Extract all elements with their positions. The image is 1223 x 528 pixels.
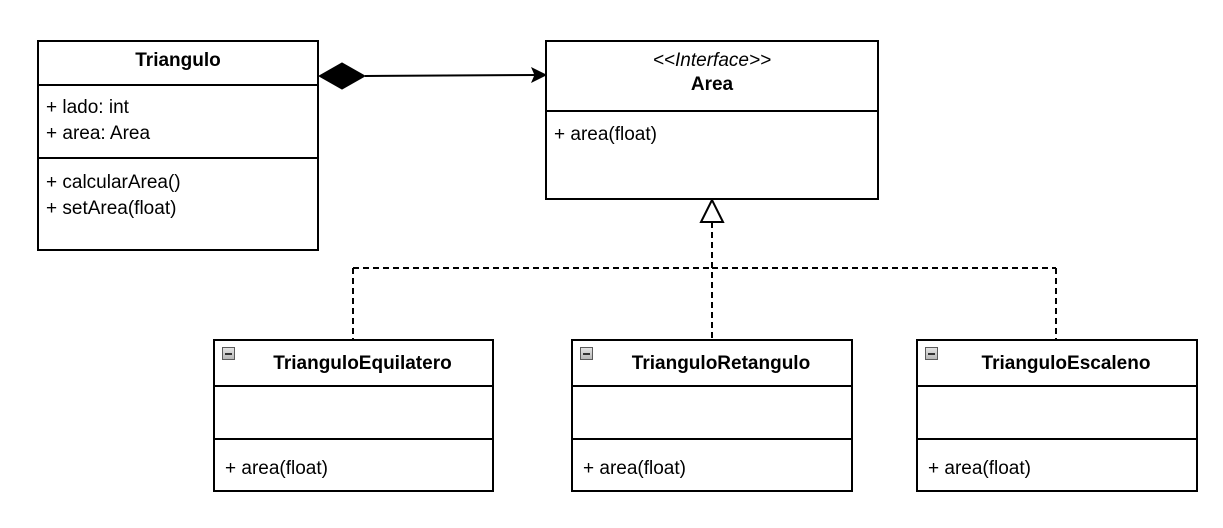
stereotype-label: <<Interface>> xyxy=(652,50,772,71)
methods-section: + area(float) xyxy=(225,456,488,482)
divider xyxy=(573,438,851,440)
class-triangulo-escaleno[interactable]: TrianguloEscaleno + area(float) xyxy=(916,339,1198,492)
methods-section: + area(float) xyxy=(583,456,847,482)
arrowhead-icon xyxy=(531,66,548,84)
divider xyxy=(918,438,1196,440)
class-name: Area xyxy=(690,74,734,95)
collapse-toggle-icon[interactable] xyxy=(580,347,593,360)
attribute-lado[interactable]: + lado: int xyxy=(46,97,129,118)
method-area[interactable]: + area(float) xyxy=(225,458,328,479)
class-triangulo-retangulo[interactable]: TrianguloRetangulo + area(float) xyxy=(571,339,853,492)
collapse-toggle-icon[interactable] xyxy=(925,347,938,360)
method-area[interactable]: + area(float) xyxy=(928,458,1031,479)
method-area[interactable]: + area(float) xyxy=(583,458,686,479)
collapse-toggle-icon[interactable] xyxy=(222,347,235,360)
methods-section: + area(float) xyxy=(554,122,873,148)
realization-connector[interactable] xyxy=(352,197,1057,340)
interface-area[interactable]: <<Interface>> Area + area(float) xyxy=(545,40,879,200)
attributes-section: + lado: int + area: Area xyxy=(46,95,313,147)
class-name: TrianguloEquilatero xyxy=(273,353,452,374)
class-name: TrianguloEscaleno xyxy=(981,353,1151,374)
method-set-area[interactable]: + setArea(float) xyxy=(46,198,177,219)
class-name: Triangulo xyxy=(135,50,221,71)
divider xyxy=(918,385,1196,387)
method-area[interactable]: + area(float) xyxy=(554,124,657,145)
divider xyxy=(215,385,492,387)
methods-section: + area(float) xyxy=(928,456,1192,482)
methods-section: + calcularArea() + setArea(float) xyxy=(46,170,313,222)
class-name: TrianguloRetangulo xyxy=(631,353,811,374)
class-triangulo-equilatero[interactable]: TrianguloEquilatero + area(float) xyxy=(213,339,494,492)
divider xyxy=(547,110,877,112)
divider xyxy=(215,438,492,440)
method-calcular-area[interactable]: + calcularArea() xyxy=(46,172,181,193)
composition-connector[interactable] xyxy=(317,62,548,90)
composition-diamond-icon xyxy=(317,62,367,90)
class-triangulo[interactable]: Triangulo + lado: int + area: Area + cal… xyxy=(37,40,319,251)
realization-triangle-icon xyxy=(699,197,725,223)
composition-line xyxy=(364,74,539,77)
attribute-area[interactable]: + area: Area xyxy=(46,123,151,144)
divider xyxy=(39,157,317,159)
divider xyxy=(573,385,851,387)
divider xyxy=(39,84,317,86)
